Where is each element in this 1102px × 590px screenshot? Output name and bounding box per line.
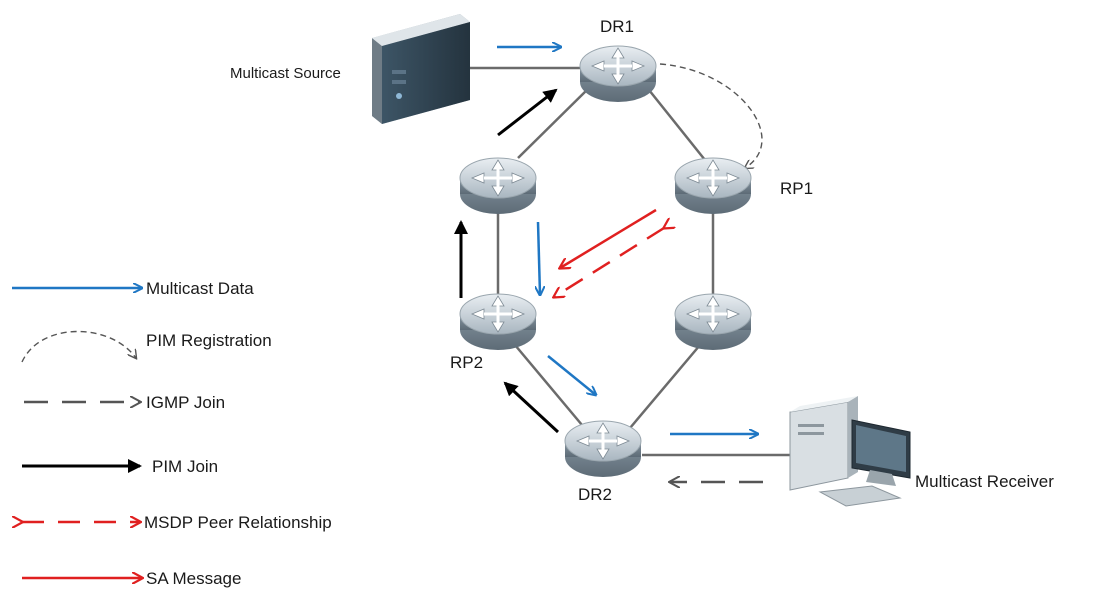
data-arrow-rp2-dr2 <box>547 355 596 395</box>
network-links <box>470 66 790 457</box>
label-rp1: RP1 <box>780 179 813 198</box>
link-rp2-dr2 <box>514 344 583 426</box>
msdp-arrow-rp1-rp2 <box>554 228 664 297</box>
legend-item-pim-registration: PIM Registration <box>21 330 272 363</box>
label-dr2: DR2 <box>578 485 612 504</box>
pimjoin-arrow-dr2-rp2 <box>503 381 560 434</box>
label-dr1: DR1 <box>600 17 634 36</box>
sa-arrow-rp1-rp2 <box>560 208 657 268</box>
legend-label: PIM Registration <box>146 331 272 350</box>
router-dr1 <box>578 44 658 104</box>
workstation-icon <box>789 396 911 507</box>
legend-item-msdp-peer: MSDP Peer Relationship <box>22 513 332 532</box>
link-dr1-rp1 <box>644 84 706 161</box>
legend-swatch-pim-registration <box>21 330 136 363</box>
label-receiver: Multicast Receiver <box>915 472 1054 491</box>
router-rp2 <box>458 292 538 352</box>
data-arrow-rtop-rp2 <box>538 221 540 295</box>
legend-item-sa-message: SA Message <box>22 569 241 588</box>
pimreg-arrow-dr1-rp1 <box>659 63 763 168</box>
router-icon <box>673 292 753 352</box>
label-source: Multicast Source <box>230 65 341 82</box>
legend: Multicast Data PIM Registration IGMP Joi… <box>12 279 332 588</box>
router-rp1 <box>673 156 753 216</box>
legend-label: PIM Join <box>152 457 218 476</box>
router-icon <box>563 419 643 479</box>
legend-item-pim-join: PIM Join <box>22 457 218 476</box>
pimjoin-arrow-rtop-dr1 <box>497 88 558 137</box>
router-icon <box>578 44 658 104</box>
legend-label: SA Message <box>146 569 241 588</box>
legend-label: IGMP Join <box>146 393 225 412</box>
legend-label: MSDP Peer Relationship <box>144 513 332 532</box>
router-icon <box>458 292 538 352</box>
link-rbottom-dr2 <box>629 344 701 429</box>
router-bottom-right <box>673 292 753 352</box>
router-icon <box>458 156 538 216</box>
link-dr1-rtop <box>517 84 593 159</box>
server-icon <box>372 14 470 124</box>
router-dr2 <box>563 419 643 479</box>
legend-item-igmp-join: IGMP Join <box>24 393 225 412</box>
router-top-left <box>458 156 538 216</box>
label-rp2: RP2 <box>450 353 483 372</box>
router-icon <box>673 156 753 216</box>
legend-item-multicast-data: Multicast Data <box>12 279 254 298</box>
flow-arrows <box>454 47 763 482</box>
legend-label: Multicast Data <box>146 279 254 298</box>
